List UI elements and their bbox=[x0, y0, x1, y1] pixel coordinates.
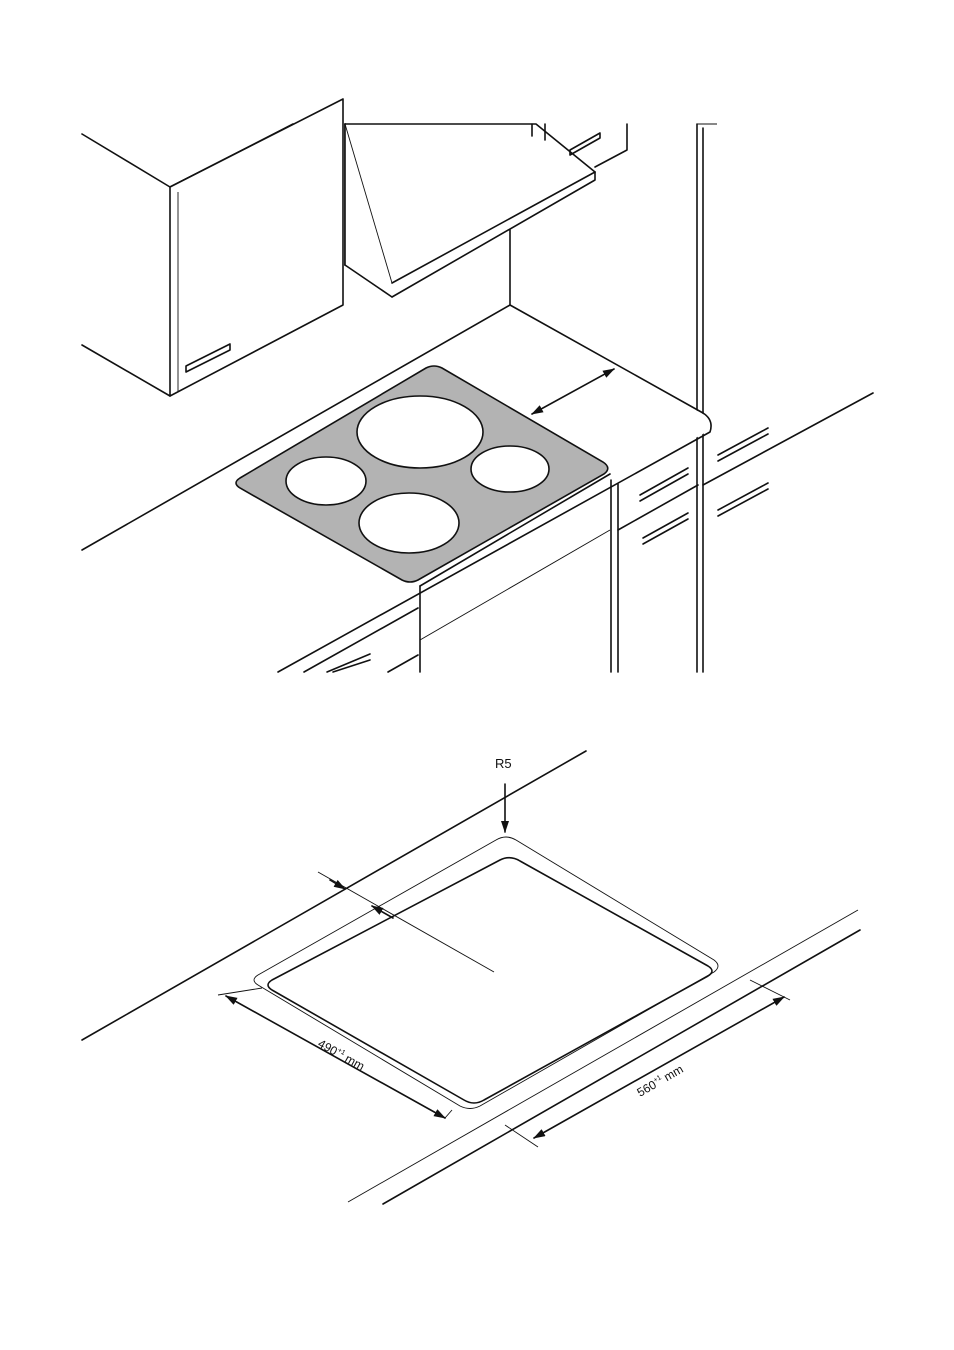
depth-tolerance: +1 bbox=[336, 1047, 346, 1057]
cutout-diagram: R5 490+1mm 560+1mm bbox=[82, 751, 860, 1204]
cooking-zone-left bbox=[286, 457, 366, 505]
width-unit: mm bbox=[661, 1062, 685, 1084]
kitchen-illustration bbox=[82, 99, 873, 672]
wall-cabinet-handle bbox=[570, 133, 600, 155]
wall-cabinet-door bbox=[170, 99, 343, 396]
radius-label: R5 bbox=[495, 756, 512, 771]
depth-offset-arrow-2 bbox=[372, 906, 393, 918]
worktop-front-edge-thin bbox=[348, 910, 858, 1202]
depth-offset-arrow bbox=[330, 880, 345, 889]
extractor-hood bbox=[345, 124, 595, 305]
cooking-zone-right bbox=[471, 446, 549, 492]
cutout-outline bbox=[254, 837, 718, 1109]
cooking-zone-front bbox=[359, 493, 459, 553]
cooking-zone-large bbox=[357, 396, 483, 468]
drawer-handle bbox=[327, 654, 370, 672]
worktop-back-edge bbox=[82, 751, 586, 1040]
drawer-handle bbox=[643, 513, 688, 544]
depth-unit: mm bbox=[343, 1051, 367, 1073]
wall-cabinet-left bbox=[82, 99, 343, 396]
width-tolerance: +1 bbox=[652, 1074, 663, 1084]
drawer-handle bbox=[640, 468, 688, 501]
depth-dimension-arrow bbox=[226, 996, 445, 1118]
depth-value: 490 bbox=[316, 1036, 341, 1058]
depth-extension-line bbox=[318, 872, 494, 972]
tall-unit-handle bbox=[718, 483, 768, 516]
tall-unit-handle bbox=[718, 428, 768, 461]
width-dimension-arrow bbox=[534, 997, 784, 1138]
worktop-front-edge bbox=[383, 930, 860, 1204]
depth-dimension-label: 490+1mm bbox=[316, 1036, 367, 1073]
tall-unit bbox=[697, 124, 873, 672]
svg-text:490+1mm: 490+1mm bbox=[316, 1036, 367, 1073]
